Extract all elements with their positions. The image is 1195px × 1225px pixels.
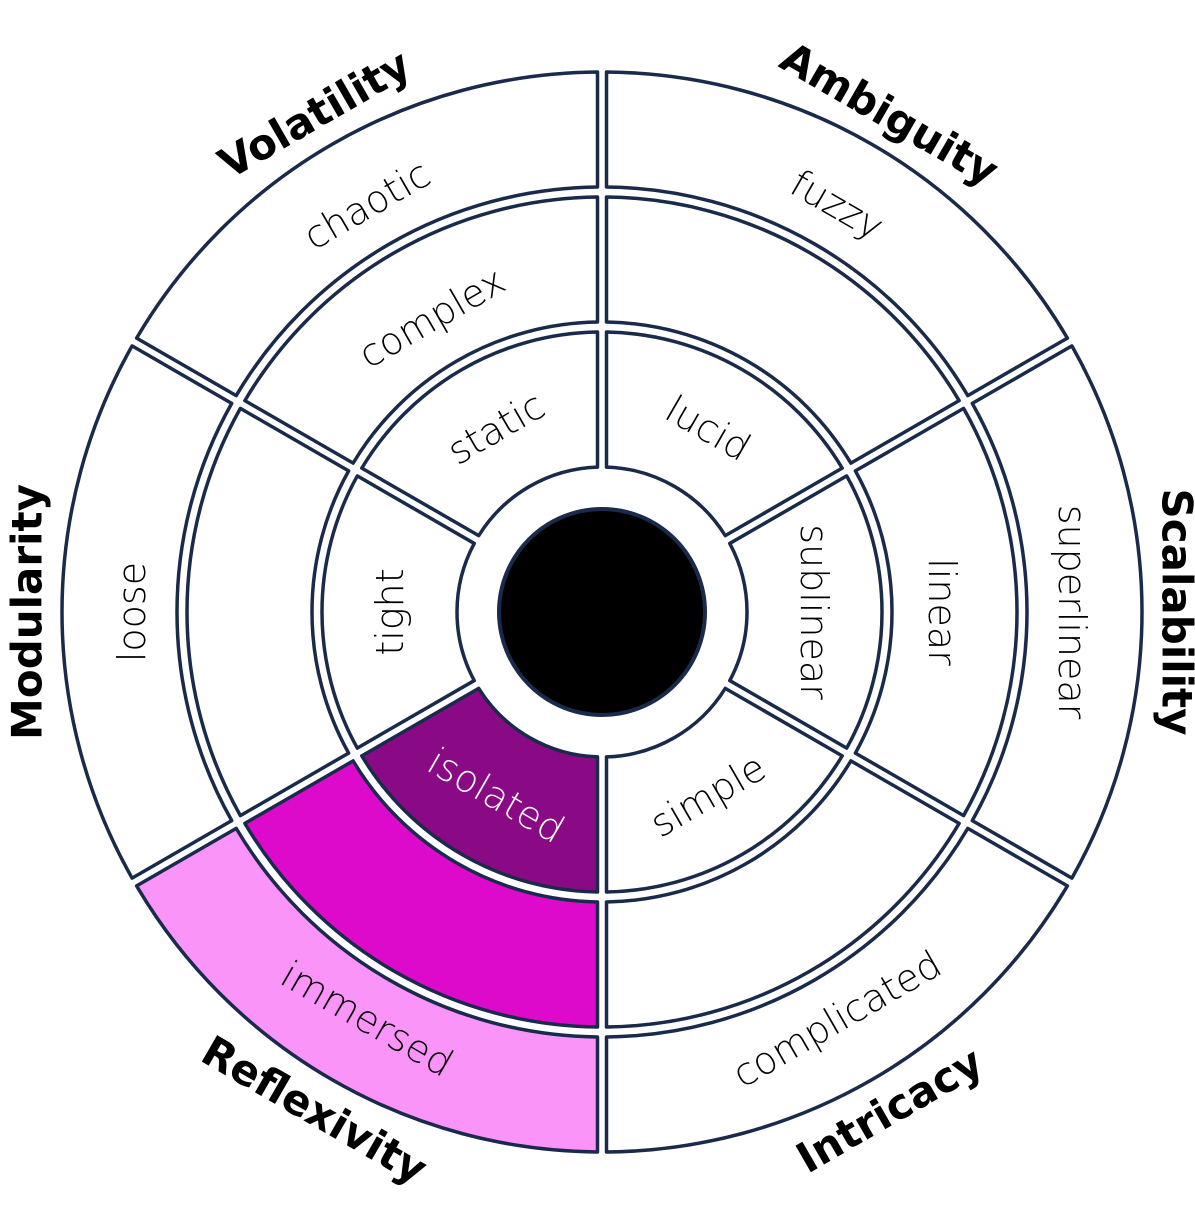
- segment-modularity-level-1[interactable]: [320, 474, 476, 750]
- segment-label-scalability-level-3: superlinear: [1050, 505, 1094, 720]
- segment-label-scalability-level-2: linear: [920, 558, 964, 666]
- segment-label-scalability-level-1: sublinear: [792, 524, 836, 700]
- segment-reflexivity-level-2[interactable]: [243, 759, 600, 1029]
- segment-volatility-level-1[interactable]: [360, 330, 600, 538]
- segment-intricacy-level-3[interactable]: [604, 826, 1070, 1154]
- dimension-label-modularity: Modularity: [3, 484, 52, 740]
- segment-label-modularity-level-1: tight: [368, 568, 412, 655]
- segment-scalability-level-1[interactable]: [728, 474, 884, 750]
- segment-ambiguity-level-1[interactable]: [604, 330, 844, 538]
- segment-ambiguity-level-3[interactable]: [604, 70, 1070, 398]
- segment-ambiguity-level-2[interactable]: [604, 195, 961, 465]
- segment-reflexivity-level-3[interactable]: [134, 826, 600, 1154]
- segment-scalability-level-3[interactable]: [970, 344, 1144, 880]
- segment-intricacy-level-2[interactable]: [604, 759, 961, 1029]
- segment-scalability-level-2[interactable]: [853, 406, 1019, 818]
- segment-volatility-level-3[interactable]: [134, 70, 600, 398]
- segment-modularity-level-2[interactable]: [185, 406, 351, 818]
- segment-intricacy-level-1[interactable]: [604, 686, 844, 894]
- segment-volatility-level-2[interactable]: [243, 195, 600, 465]
- segment-label-modularity-level-3: loose: [110, 562, 154, 662]
- center-hub: [497, 507, 707, 717]
- dimension-label-scalability: Scalability: [1153, 489, 1195, 736]
- segment-modularity-level-3[interactable]: [60, 344, 234, 880]
- wheel-segments: [60, 70, 1144, 1154]
- segment-reflexivity-level-1[interactable]: [360, 686, 600, 894]
